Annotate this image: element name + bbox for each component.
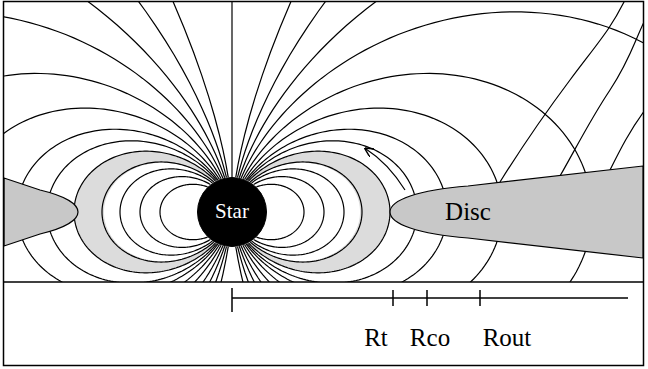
field-line <box>4 12 223 282</box>
scale-bar <box>232 297 628 299</box>
funnel-shade <box>248 151 390 273</box>
frame <box>4 2 644 366</box>
disc-left <box>4 178 78 246</box>
star-circle: Star <box>197 177 267 247</box>
radius-label: Rt <box>364 324 388 352</box>
open-field-line <box>560 20 643 176</box>
scale-tick <box>392 290 394 306</box>
field-line <box>4 2 226 282</box>
scale-tick <box>231 288 233 312</box>
panel-line <box>4 281 643 282</box>
open-field-line <box>610 110 643 170</box>
node-label: Disc <box>445 198 491 226</box>
field-line <box>4 2 225 282</box>
node-label: Star <box>215 200 249 223</box>
field-line <box>236 2 643 282</box>
scale-tick <box>479 290 481 306</box>
open-field-line <box>500 2 625 182</box>
field-line <box>74 151 216 273</box>
field-lines <box>4 2 643 282</box>
field-line <box>238 2 643 282</box>
field-line <box>4 73 221 282</box>
flow-arrow <box>366 149 405 190</box>
radius-label: Rout <box>483 324 532 352</box>
field-line <box>4 2 228 282</box>
disc-shape-outline <box>388 160 643 264</box>
funnel-shade <box>74 151 216 273</box>
scale-tick <box>426 290 428 306</box>
field-line <box>239 2 643 282</box>
disc-shape: Disc <box>388 160 643 264</box>
radius-label: Rco <box>410 324 450 352</box>
field-line <box>248 151 390 273</box>
field-line <box>241 12 643 282</box>
